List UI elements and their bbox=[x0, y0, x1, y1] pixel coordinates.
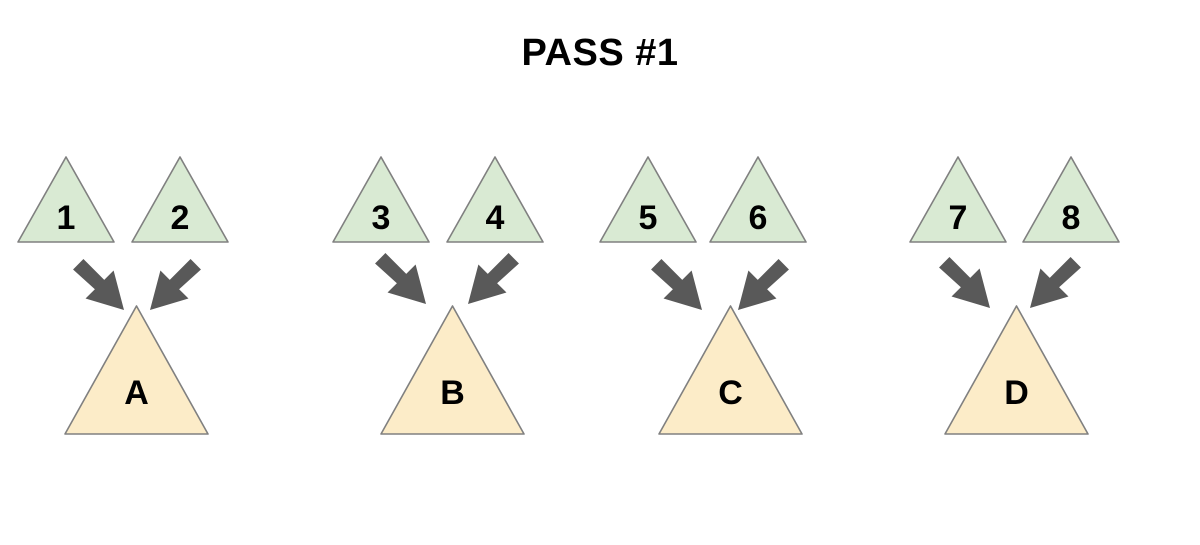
group-b bbox=[332, 156, 544, 435]
group-a bbox=[17, 156, 229, 435]
arrow-1-to-a-shape bbox=[73, 259, 124, 310]
arrow-8-to-d[interactable] bbox=[1030, 257, 1081, 308]
target-triangle-D[interactable] bbox=[944, 305, 1089, 435]
arrow-5-to-c[interactable] bbox=[651, 259, 702, 310]
arrow-6-to-c-shape bbox=[738, 259, 789, 310]
page-title: PASS #1 bbox=[521, 32, 679, 74]
arrow-7-to-d-shape bbox=[939, 257, 990, 308]
arrow-5-to-c-shape bbox=[651, 259, 702, 310]
source-triangle-3[interactable] bbox=[332, 156, 430, 243]
target-triangle-A[interactable] bbox=[64, 305, 209, 435]
arrow-3-to-b[interactable] bbox=[375, 253, 426, 304]
arrow-2-to-a[interactable] bbox=[150, 259, 201, 310]
target-triangle-B[interactable] bbox=[380, 305, 525, 435]
source-triangle-2[interactable] bbox=[131, 156, 229, 243]
source-triangle-6[interactable] bbox=[709, 156, 807, 243]
source-triangle-1[interactable] bbox=[17, 156, 115, 243]
arrow-4-to-b-shape bbox=[468, 253, 519, 304]
group-d bbox=[909, 156, 1120, 435]
arrow-1-to-a[interactable] bbox=[73, 259, 124, 310]
arrow-4-to-b[interactable] bbox=[468, 253, 519, 304]
arrow-6-to-c[interactable] bbox=[738, 259, 789, 310]
source-triangle-8[interactable] bbox=[1022, 156, 1120, 243]
group-c bbox=[599, 156, 807, 435]
arrow-2-to-a-shape bbox=[150, 259, 201, 310]
arrow-3-to-b-shape bbox=[375, 253, 426, 304]
arrow-8-to-d-shape bbox=[1030, 257, 1081, 308]
target-triangle-C[interactable] bbox=[658, 305, 803, 435]
source-triangle-7[interactable] bbox=[909, 156, 1007, 243]
source-triangle-4[interactable] bbox=[446, 156, 544, 243]
source-triangle-5[interactable] bbox=[599, 156, 697, 243]
arrow-7-to-d[interactable] bbox=[939, 257, 990, 308]
